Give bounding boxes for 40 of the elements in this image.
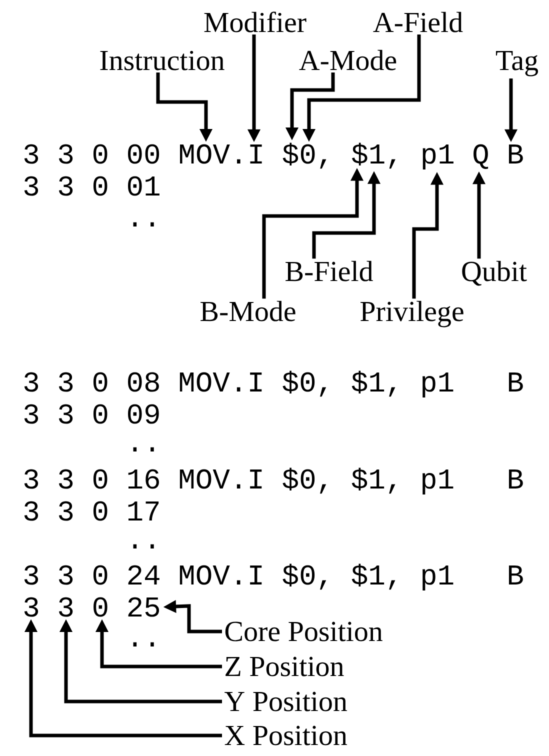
code-line: 3 3 0 08 MOV.I $0, $1, p1 xyxy=(24,370,454,398)
code-token: 25 xyxy=(128,597,160,617)
code-line: .. xyxy=(133,642,154,646)
code-line: 3 3 0 00 xyxy=(24,144,160,164)
code-token: 3 xyxy=(24,597,38,617)
code-token: $ xyxy=(352,142,368,166)
code-token: Q xyxy=(474,144,488,169)
code-token: $ xyxy=(282,142,298,166)
field-label: Modifier xyxy=(204,12,306,32)
code-token: MOV. xyxy=(180,144,240,164)
code-line: .. xyxy=(133,222,154,226)
code-token: 3 xyxy=(59,597,73,617)
code-line: .. xyxy=(133,447,154,452)
field-label: Tag xyxy=(496,51,538,76)
field-label: Instruction xyxy=(100,50,224,70)
code-line: 3 3 0 01 xyxy=(24,176,160,196)
field-label: A-Mode xyxy=(299,50,396,70)
code-token: B xyxy=(508,144,523,164)
field-label: B-Mode xyxy=(200,300,296,322)
code-line: B xyxy=(508,470,523,488)
field-label: Z Position xyxy=(226,656,344,676)
code-line: 3 3 0 17 xyxy=(24,501,159,521)
code-token: p1 xyxy=(422,144,454,170)
field-label: B-Field xyxy=(286,260,373,282)
code-line: 3 3 0 24 MOV.I $0, $1, p1 xyxy=(24,564,454,590)
code-line: B xyxy=(508,372,523,392)
code-line: 3 3 0 16 MOV.I $0, $1, p1 xyxy=(24,468,454,494)
field-label: Qubit xyxy=(462,260,527,286)
code-line: 3 3 0 09 xyxy=(24,404,159,424)
code-token: 0, xyxy=(300,144,326,169)
code-token: 1, xyxy=(370,144,396,169)
code-token: I xyxy=(250,144,262,164)
field-label: Y Position xyxy=(224,692,348,712)
code-line: B xyxy=(508,566,523,584)
field-label: Privilege xyxy=(360,300,464,328)
code-line: .. xyxy=(133,544,154,548)
field-label: X Position xyxy=(224,726,348,746)
code-token: 0 xyxy=(94,597,108,617)
field-label: A-Field xyxy=(373,12,463,32)
field-label: Core Position xyxy=(225,622,382,642)
